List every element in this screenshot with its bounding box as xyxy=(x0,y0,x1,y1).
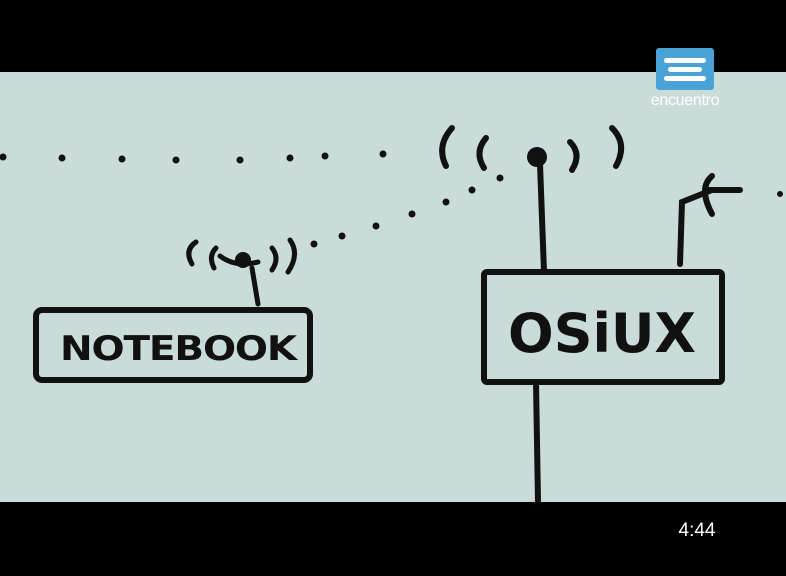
router-antenna xyxy=(439,125,625,275)
video-timestamp: 4:44 xyxy=(678,520,716,541)
letterbox-top xyxy=(0,0,786,72)
network-sketch: NOTEBOOK OSiUX xyxy=(0,125,783,502)
dotted-line-top xyxy=(0,150,783,197)
router-cable xyxy=(533,379,541,502)
notebook-box xyxy=(33,307,313,383)
whiteboard-drawing: NOTEBOOK OSiUX xyxy=(0,72,786,502)
dotted-line-diagonal xyxy=(310,174,504,248)
notebook-label: NOTEBOOK xyxy=(60,329,299,369)
channel-logo: encuentro xyxy=(640,46,730,114)
channel-logo-text: encuentro xyxy=(650,92,720,109)
notebook-antenna xyxy=(186,237,297,307)
letterbox-bottom xyxy=(0,502,786,576)
router-label: OSiUX xyxy=(508,302,696,365)
router-box xyxy=(481,269,725,385)
router-antenna-tip xyxy=(527,147,547,167)
external-antenna-icon xyxy=(677,173,743,267)
channel-logo-icon xyxy=(656,48,714,90)
notebook-antenna-tip xyxy=(235,252,251,268)
